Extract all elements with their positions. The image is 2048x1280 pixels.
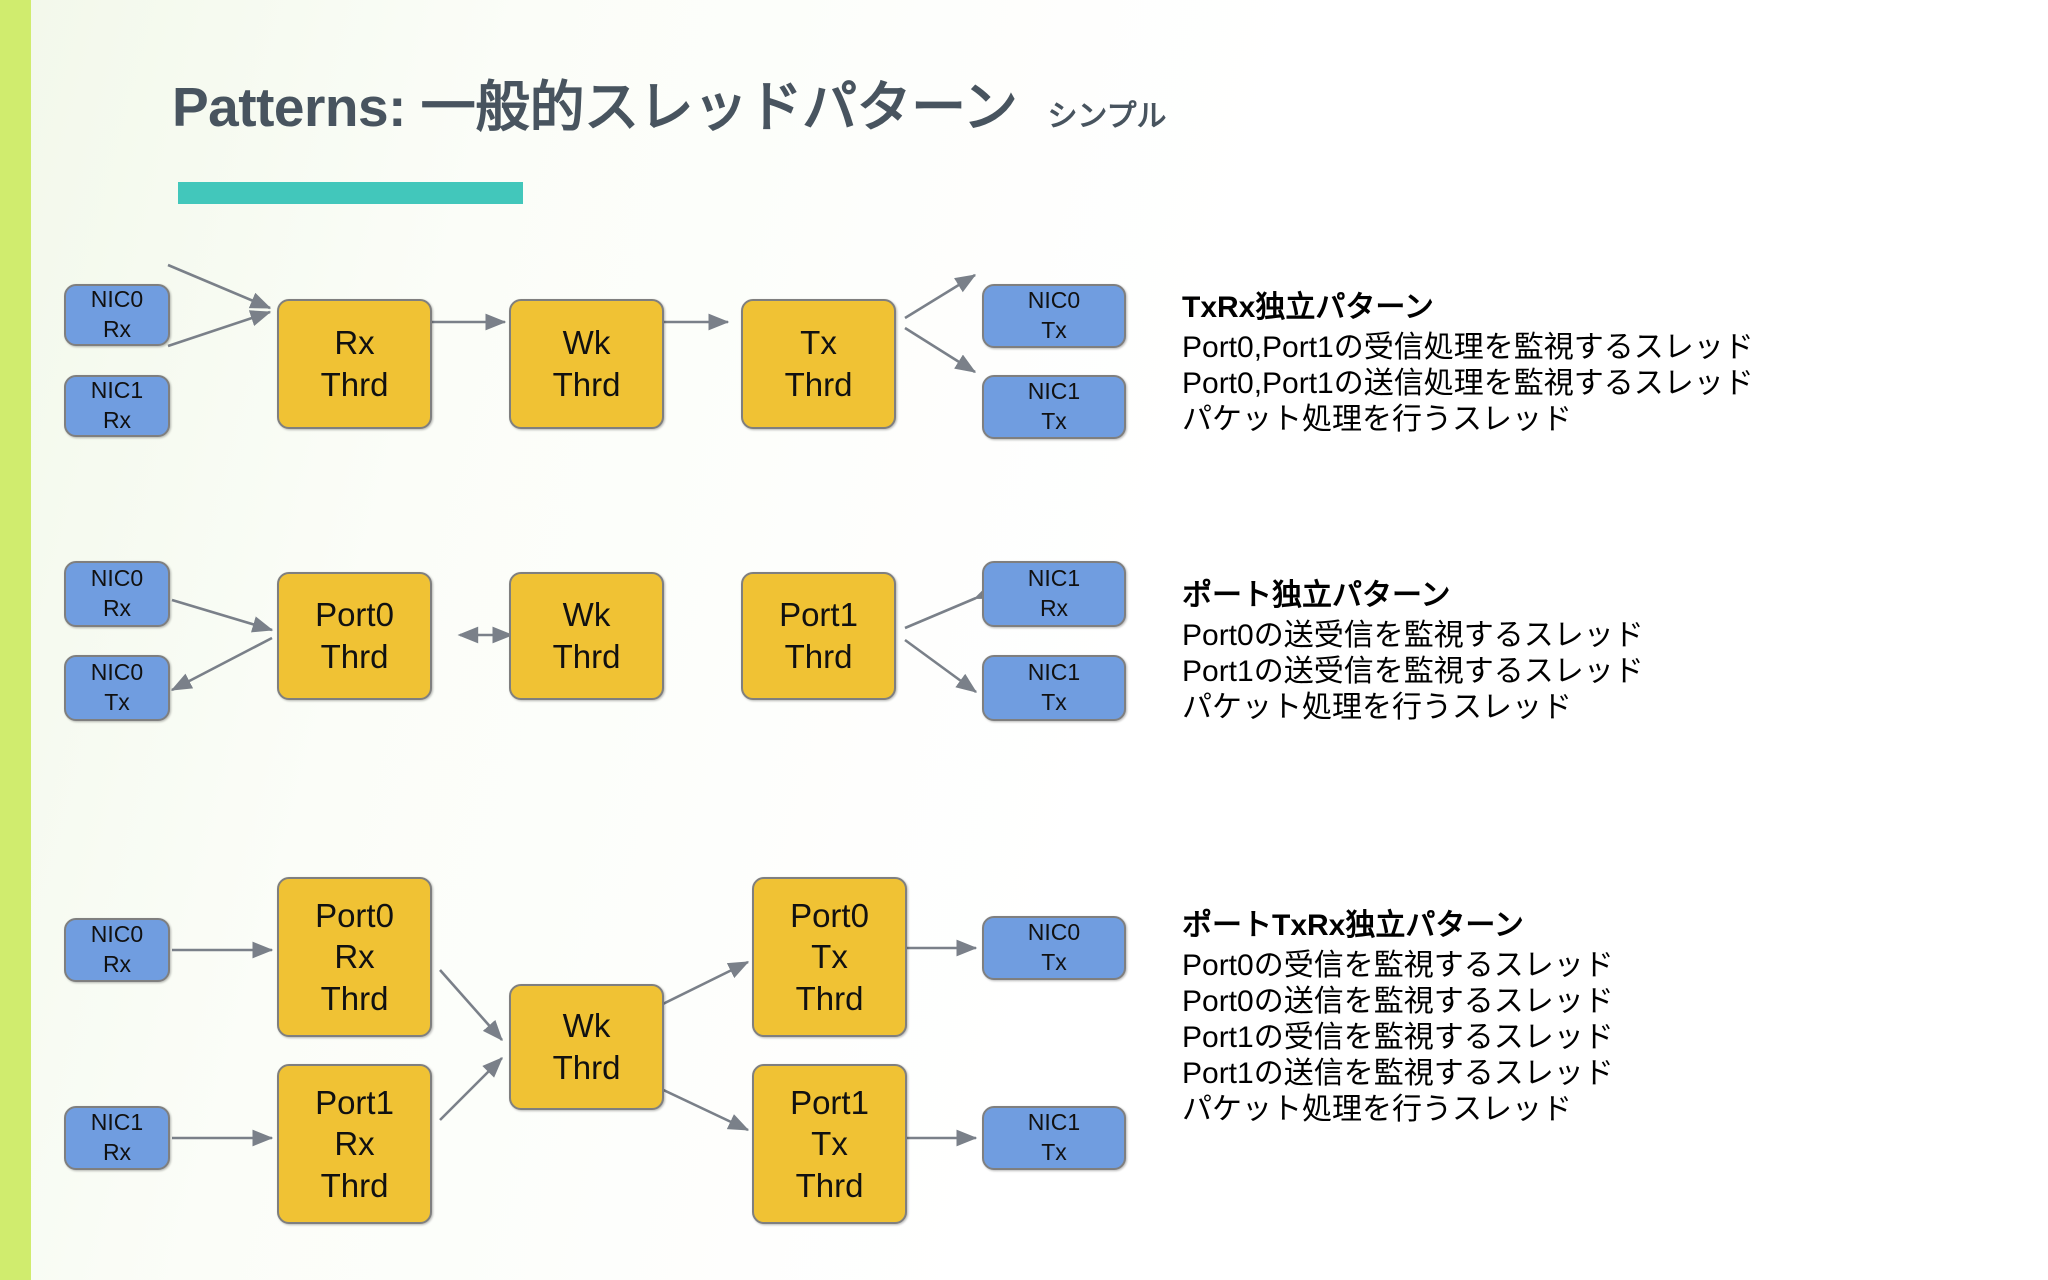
nic-box-row3-in1[interactable]: NIC1 Rx	[64, 1106, 170, 1170]
description-line: パケット処理を行うスレッド	[1182, 1093, 1572, 1126]
description-line: Port0の受信を監視するスレッド	[1182, 949, 1614, 982]
thread-label-line3: Thrd	[795, 1166, 864, 1204]
description-line: Port1の受信を監視するスレッド	[1182, 1021, 1614, 1054]
nic-label-line1: NIC1	[90, 1109, 144, 1136]
left-accent-stripe	[0, 0, 31, 1280]
thread-label-line1: Port1	[790, 1083, 869, 1121]
thread-label-line1: Port1	[315, 1083, 394, 1121]
nic-box-row3-out0[interactable]: NIC0 Tx	[982, 916, 1126, 980]
thread-box-row3-port0-tx[interactable]: Port0 Tx Thrd	[752, 877, 907, 1037]
thread-label-line3: Thrd	[320, 1166, 389, 1204]
nic-label-line1: NIC1	[1027, 659, 1081, 686]
thread-box-row1-rx[interactable]: Rx Thrd	[277, 299, 432, 429]
thread-label-line1: Port0	[790, 896, 869, 934]
thread-box-row1-wk[interactable]: Wk Thrd	[509, 299, 664, 429]
thread-label-line2: Rx	[334, 1125, 375, 1163]
nic-box-row3-out1[interactable]: NIC1 Tx	[982, 1106, 1126, 1170]
nic-box-row3-in0[interactable]: NIC0 Rx	[64, 918, 170, 982]
description-line: パケット処理を行うスレッド	[1182, 403, 1572, 436]
title-underline-bar	[178, 182, 523, 204]
thread-label-line2: Thrd	[784, 366, 853, 403]
nic-label-line2: Tx	[1041, 1139, 1067, 1165]
description-line: Port1の送受信を監視するスレッド	[1182, 655, 1644, 688]
nic-label-line2: Rx	[1039, 595, 1069, 621]
title-main-text: Patterns: 一般的スレッドパターン	[172, 76, 1018, 138]
description-line: Port0,Port1の受信処理を監視するスレッド	[1182, 331, 1754, 364]
nic-label-line1: NIC1	[1027, 565, 1081, 592]
nic-label-line1: NIC0	[1027, 287, 1081, 314]
thread-label-line1: Wk	[562, 324, 611, 362]
thread-label-line1: Port0	[315, 596, 394, 634]
thread-label-line3: Thrd	[320, 979, 389, 1017]
thread-label-line2: Thrd	[320, 366, 389, 403]
thread-label-line1: Wk	[562, 1007, 611, 1045]
thread-label-line1: Port0	[315, 896, 394, 934]
nic-label-line1: NIC0	[1027, 919, 1081, 946]
description-heading: TxRx独立パターン	[1182, 291, 1434, 324]
nic-box-row1-in1[interactable]: NIC1 Rx	[64, 375, 170, 437]
thread-box-row2-port0[interactable]: Port0 Thrd	[277, 572, 432, 700]
page-title: Patterns: 一般的スレッドパターン シンプル	[172, 62, 1167, 142]
nic-label-line2: Tx	[1041, 408, 1067, 434]
nic-label-line1: NIC1	[90, 377, 144, 404]
thread-box-row3-port1-tx[interactable]: Port1 Tx Thrd	[752, 1064, 907, 1224]
nic-label-line2: Tx	[1041, 949, 1067, 975]
nic-box-row1-in0[interactable]: NIC0 Rx	[64, 284, 170, 346]
thread-label-line2: Thrd	[552, 366, 621, 403]
nic-label-line2: Tx	[1041, 317, 1067, 343]
description-line: パケット処理を行うスレッド	[1182, 691, 1572, 724]
description-line: Port0,Port1の送信処理を監視するスレッド	[1182, 367, 1754, 400]
nic-label-line1: NIC0	[90, 659, 144, 686]
nic-box-row2-in0[interactable]: NIC0 Rx	[64, 561, 170, 627]
thread-box-row3-port1-rx[interactable]: Port1 Rx Thrd	[277, 1064, 432, 1224]
nic-label-line2: Rx	[102, 595, 132, 621]
description-line: Port1の送信を監視するスレッド	[1182, 1057, 1614, 1090]
nic-box-row2-in1[interactable]: NIC0 Tx	[64, 655, 170, 721]
title-sub-text: シンプル	[1047, 100, 1167, 133]
thread-label-line1: Rx	[334, 324, 375, 362]
thread-label-line2: Thrd	[552, 638, 621, 675]
description-heading: ポート独立パターン	[1182, 579, 1451, 612]
nic-label-line2: Rx	[102, 951, 132, 977]
description-block-row1: TxRx独立パターン Port0,Port1の受信処理を監視するスレッド Por…	[1182, 282, 1754, 438]
description-heading: ポートTxRx独立パターン	[1182, 909, 1524, 942]
description-line: Port0の送受信を監視するスレッド	[1182, 619, 1644, 652]
thread-label-line1: Tx	[800, 324, 837, 362]
nic-label-line1: NIC0	[90, 286, 144, 313]
thread-label-line2: Tx	[811, 938, 848, 976]
thread-box-row3-wk[interactable]: Wk Thrd	[509, 984, 664, 1110]
nic-label-line2: Tx	[104, 689, 130, 715]
thread-label-line2: Thrd	[784, 638, 853, 675]
thread-label-line1: Wk	[562, 596, 611, 634]
nic-label-line2: Rx	[102, 316, 132, 342]
nic-box-row1-out0[interactable]: NIC0 Tx	[982, 284, 1126, 348]
thread-box-row3-port0-rx[interactable]: Port0 Rx Thrd	[277, 877, 432, 1037]
thread-box-row2-port1[interactable]: Port1 Thrd	[741, 572, 896, 700]
nic-label-line2: Tx	[1041, 689, 1067, 715]
thread-box-row1-tx[interactable]: Tx Thrd	[741, 299, 896, 429]
nic-box-row2-out0[interactable]: NIC1 Rx	[982, 561, 1126, 627]
thread-label-line2: Thrd	[552, 1049, 621, 1086]
nic-box-row1-out1[interactable]: NIC1 Tx	[982, 375, 1126, 439]
description-block-row3: ポートTxRx独立パターン Port0の受信を監視するスレッド Port0の送信…	[1182, 900, 1614, 1128]
thread-label-line2: Thrd	[320, 638, 389, 675]
thread-label-line3: Thrd	[795, 979, 864, 1017]
nic-label-line1: NIC0	[90, 565, 144, 592]
thread-box-row2-wk[interactable]: Wk Thrd	[509, 572, 664, 700]
nic-label-line2: Rx	[102, 407, 132, 433]
description-block-row2: ポート独立パターン Port0の送受信を監視するスレッド Port1の送受信を監…	[1182, 570, 1644, 726]
thread-label-line2: Tx	[811, 1125, 848, 1163]
nic-box-row2-out1[interactable]: NIC1 Tx	[982, 655, 1126, 721]
nic-label-line2: Rx	[102, 1139, 132, 1165]
thread-label-line1: Port1	[779, 596, 858, 634]
nic-label-line1: NIC0	[90, 921, 144, 948]
nic-label-line1: NIC1	[1027, 378, 1081, 405]
thread-label-line2: Rx	[334, 938, 375, 976]
nic-label-line1: NIC1	[1027, 1109, 1081, 1136]
description-line: Port0の送信を監視するスレッド	[1182, 985, 1614, 1018]
